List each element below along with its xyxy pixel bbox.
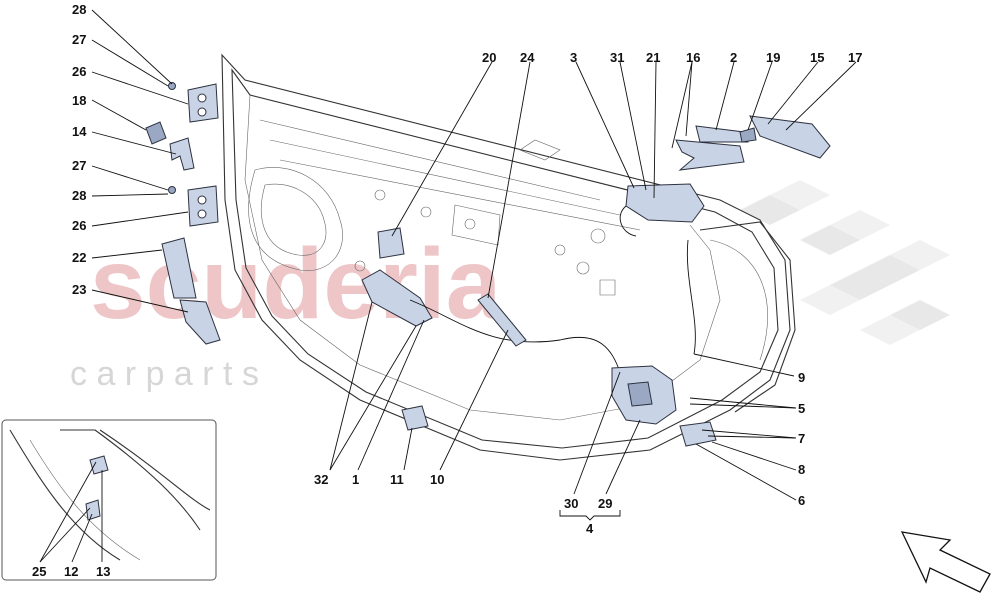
callout-11: 11 (390, 472, 404, 487)
bracket-4 (559, 510, 621, 521)
callout-25: 25 (32, 564, 46, 579)
callout-32: 32 (314, 472, 328, 487)
callout-12: 12 (64, 564, 78, 579)
switch-11 (401, 405, 429, 431)
callout-16: 16 (686, 50, 700, 65)
callout-31: 31 (610, 50, 624, 65)
callout-28-bottom: 28 (72, 188, 86, 203)
callout-27-bottom: 27 (72, 158, 86, 173)
callout-labels: 28 27 26 18 14 27 28 26 22 23 20 24 3 31… (32, 2, 862, 579)
callout-17: 17 (848, 50, 862, 65)
callout-2: 2 (730, 50, 737, 65)
callout-18: 18 (72, 93, 86, 108)
callout-14: 14 (72, 124, 87, 139)
lock-29 (611, 365, 677, 425)
callout-20: 20 (482, 50, 496, 65)
seal-22 (161, 237, 197, 299)
callout-7: 7 (798, 431, 805, 446)
checkered-flag-decoration (740, 180, 950, 345)
callout-13: 13 (96, 564, 110, 579)
rod-24 (477, 293, 527, 347)
bolt-lower (168, 186, 176, 194)
bracket-20 (377, 227, 405, 259)
callout-9: 9 (798, 370, 805, 385)
callout-3: 3 (570, 50, 577, 65)
cable-10 (409, 299, 621, 373)
watermark-subtitle: c a r p a r t s (70, 355, 259, 393)
callout-4: 4 (586, 521, 594, 536)
callout-6: 6 (798, 493, 805, 508)
callout-24: 24 (520, 50, 535, 65)
callout-10: 10 (430, 472, 444, 487)
callout-1: 1 (352, 472, 359, 487)
handle-cover-17 (749, 115, 831, 159)
plate-23 (179, 299, 221, 345)
leader-lines (39, 9, 857, 563)
callout-15: 15 (810, 50, 824, 65)
callout-21: 21 (646, 50, 660, 65)
callout-30: 30 (564, 496, 578, 511)
callout-26-bottom: 26 (72, 218, 86, 233)
callout-23: 23 (72, 282, 86, 297)
rod-9 (686, 239, 696, 355)
callout-26-top: 26 (72, 64, 86, 79)
pin-19 (739, 127, 757, 143)
callout-8: 8 (798, 462, 805, 477)
striker-6 (679, 421, 717, 447)
watermark-brand: scuderia (90, 228, 503, 340)
callout-27-top: 27 (72, 32, 86, 47)
door-panel (221, 53, 791, 461)
lock-assembly-21 (619, 183, 705, 237)
detail-inset (1, 419, 217, 581)
callout-19: 19 (766, 50, 780, 65)
check-strap-14 (169, 137, 195, 171)
hinge-upper (187, 83, 219, 123)
callout-5: 5 (798, 401, 805, 416)
callout-28-top: 28 (72, 2, 86, 17)
callout-22: 22 (72, 250, 86, 265)
gasket-16 (675, 125, 749, 171)
callout-29: 29 (598, 496, 612, 511)
bush-18 (145, 121, 167, 145)
hinge-lower (187, 185, 219, 227)
direction-arrow (900, 531, 991, 593)
bolt-upper (168, 82, 176, 90)
